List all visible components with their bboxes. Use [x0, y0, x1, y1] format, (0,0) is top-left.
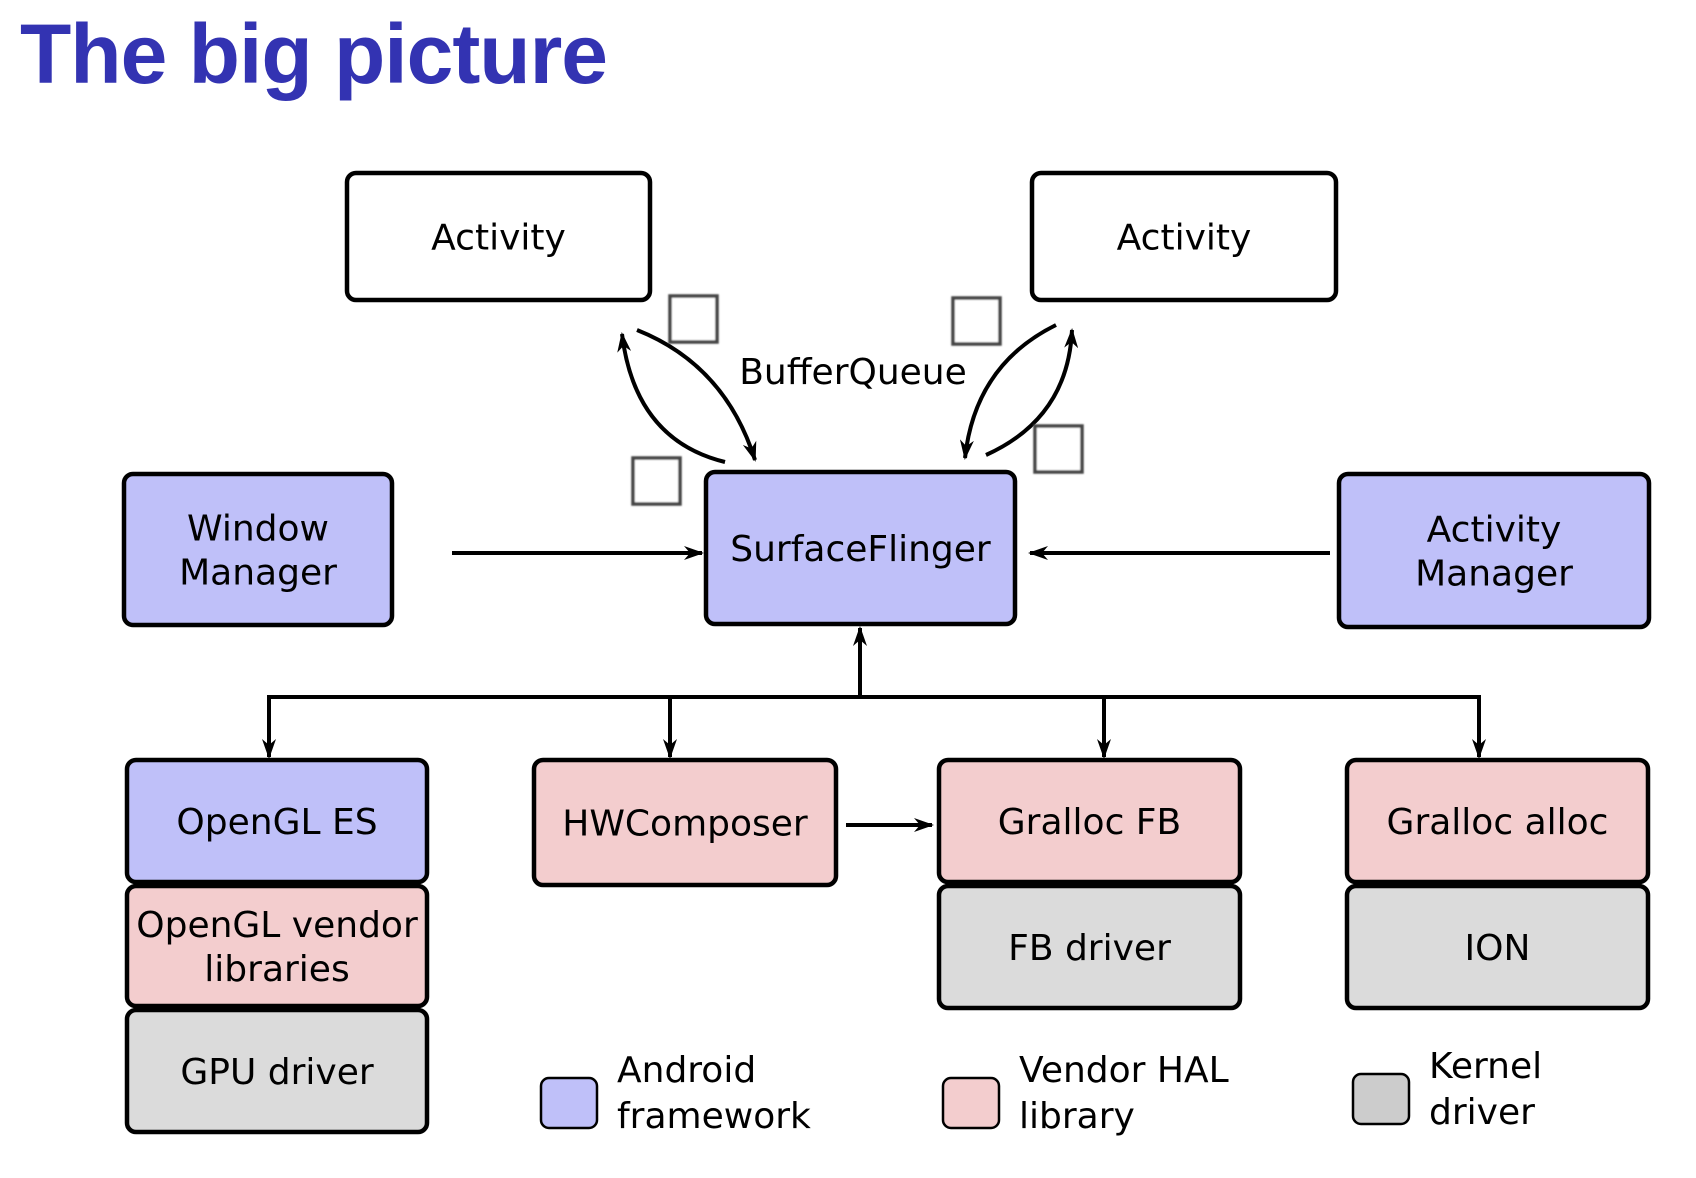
box-shape — [124, 1007, 430, 1135]
box-shape — [936, 757, 1243, 885]
box-shape — [124, 883, 430, 1009]
box-label: Manager — [1415, 554, 1573, 595]
edge-surfaceflinger-to-activity-left — [617, 332, 726, 464]
box-shape — [121, 471, 395, 628]
box-label: Activity — [1427, 510, 1562, 551]
box-shape — [1344, 757, 1651, 885]
box-shape — [124, 757, 430, 885]
edge-surfaceflinger-to-activity-right — [985, 328, 1079, 457]
box-label: Activity — [1117, 218, 1252, 259]
legend-swatch — [941, 1076, 1001, 1130]
legend-item-kernel-legend: Kernel driver — [1351, 1046, 1542, 1133]
box-label: FB driver — [1008, 928, 1171, 969]
legend-label: library — [1019, 1096, 1135, 1137]
box-shape — [1344, 883, 1651, 1011]
box-shape — [703, 469, 1018, 627]
box-gralloc-fb: Gralloc FB — [936, 757, 1243, 885]
box-gralloc-alloc: Gralloc alloc — [1344, 757, 1651, 885]
connectors — [262, 323, 1486, 832]
legend: Android framework Vendor HAL library Kernel d… — [539, 1046, 1542, 1137]
buffer-icon — [1033, 424, 1084, 474]
box-shape — [344, 170, 653, 303]
edge-activity-right-to-surfaceflinger — [959, 323, 1057, 460]
legend-item-android-framework: Android framework — [539, 1050, 811, 1137]
box-label: OpenGL vendor — [136, 905, 418, 946]
box-label: Activity — [431, 218, 566, 259]
legend-label: driver — [1429, 1092, 1535, 1133]
box-label: Window — [187, 509, 329, 550]
box-label: OpenGL ES — [176, 802, 377, 843]
box-opengl-es: OpenGL ES — [124, 757, 430, 885]
legend-swatch — [539, 1076, 599, 1130]
box-label: GPU driver — [180, 1052, 374, 1093]
box-label: HWComposer — [562, 804, 808, 845]
box-shape — [1029, 170, 1339, 303]
box-gpu-driver: GPU driver — [124, 1007, 430, 1135]
buffer-icon — [951, 296, 1002, 346]
box-activity-left: Activity — [344, 170, 653, 303]
legend-item-vendor-hal: Vendor HAL library — [941, 1050, 1229, 1137]
box-label: libraries — [204, 949, 349, 990]
buffer-icon — [631, 456, 682, 506]
legend-label: Vendor HAL — [1019, 1050, 1229, 1091]
box-label: Gralloc alloc — [1387, 802, 1609, 843]
legend-label: Kernel — [1429, 1046, 1542, 1087]
box-surfaceflinger: SurfaceFlinger — [703, 469, 1018, 627]
box-ion: ION — [1344, 883, 1651, 1011]
legend-swatch — [1351, 1072, 1411, 1126]
page-title: The big picture — [20, 7, 608, 101]
edge-activity-left-to-surfaceflinger — [636, 328, 757, 462]
box-fb-driver: FB driver — [936, 883, 1243, 1011]
box-activity-right: Activity — [1029, 170, 1339, 303]
box-label: Manager — [179, 553, 337, 594]
box-hwcomposer: HWComposer — [531, 757, 839, 888]
box-label: ION — [1465, 928, 1531, 969]
legend-label: framework — [617, 1096, 811, 1137]
box-shape — [1336, 471, 1652, 630]
box-label: SurfaceFlinger — [730, 529, 991, 570]
box-shape — [531, 757, 839, 888]
buffer-icon — [668, 294, 719, 344]
buffers — [631, 294, 1084, 506]
box-shape — [936, 883, 1243, 1011]
bufferqueue-label: BufferQueue — [739, 352, 967, 393]
box-label: Gralloc FB — [998, 802, 1181, 843]
legend-label: Android — [617, 1050, 756, 1091]
bus-line — [267, 695, 1481, 757]
